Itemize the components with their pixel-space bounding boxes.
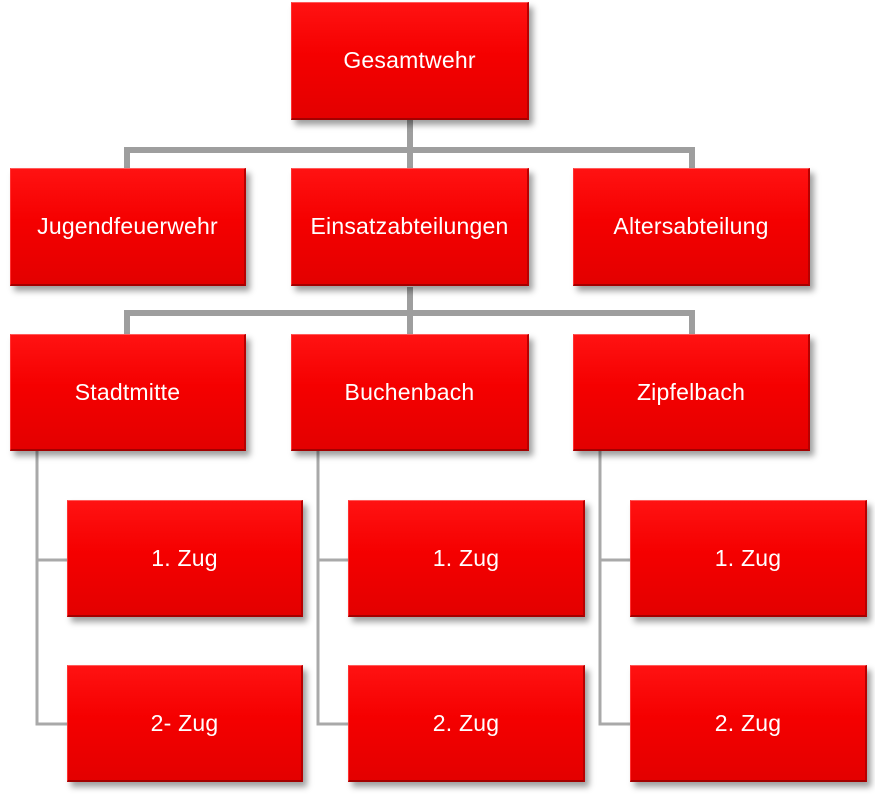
connector-zipfelbach-to-zuege [598,451,631,726]
node-buchenbach: Buchenbach [291,334,529,451]
node-einsatzabteilungen: Einsatzabteilungen [291,168,529,286]
node-zipfelbach: Zipfelbach [573,334,810,451]
node-buchenbach-zug-2: 2. Zug [348,665,585,782]
connector-root-to-level1 [124,120,695,170]
node-gesamtwehr: Gesamtwehr [291,2,529,120]
node-buchenbach-zug-1: 1. Zug [348,500,585,617]
connector-stadtmitte-to-zuege [35,451,68,726]
node-zipfelbach-zug-2: 2. Zug [630,665,867,782]
node-stadtmitte-zug-2: 2- Zug [67,665,303,782]
node-jugendfeuerwehr: Jugendfeuerwehr [10,168,246,286]
node-altersabteilung: Altersabteilung [573,168,810,286]
connector-buchenbach-to-zuege [316,451,349,726]
node-stadtmitte: Stadtmitte [10,334,246,451]
node-stadtmitte-zug-1: 1. Zug [67,500,303,617]
connector-einsatz-to-stations [124,287,695,335]
node-zipfelbach-zug-1: 1. Zug [630,500,867,617]
